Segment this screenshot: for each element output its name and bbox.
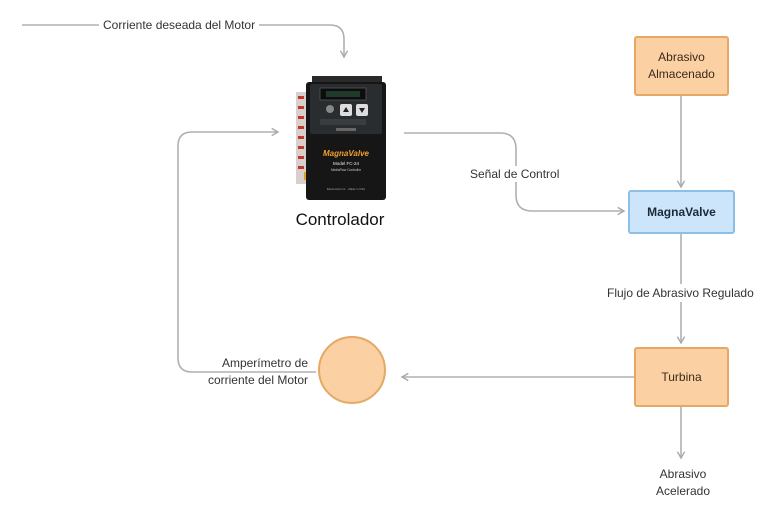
controller-device-image: MagnaValve Model FC-24 MediaFlow Control… (296, 76, 388, 200)
output-label: Abrasivo Acelerado (655, 467, 711, 498)
controller-label: Controlador (295, 210, 385, 229)
ammeter-label: Amperímetro de corriente del Motor (207, 356, 308, 387)
ammeter-node (318, 336, 386, 404)
feedback-arrow (177, 127, 316, 373)
magnavalve-node: MagnaValve (628, 190, 735, 234)
regulated-flow-label: Flujo de Abrasivo Regulado (604, 284, 757, 302)
input-arrow (22, 24, 349, 59)
device-footer: Electronics Inc. · Made in USA (327, 187, 365, 191)
device-model: Model FC-24 (333, 161, 360, 166)
turbine-node: Turbina (634, 347, 729, 407)
device-brand: MagnaValve (323, 149, 369, 158)
abrasive-store-node: Abrasivo Almacenado (634, 36, 729, 96)
control-signal-label: Señal de Control (466, 166, 564, 182)
input-label: Corriente deseada del Motor (99, 17, 260, 33)
device-subtitle: MediaFlow Controller (331, 168, 362, 172)
